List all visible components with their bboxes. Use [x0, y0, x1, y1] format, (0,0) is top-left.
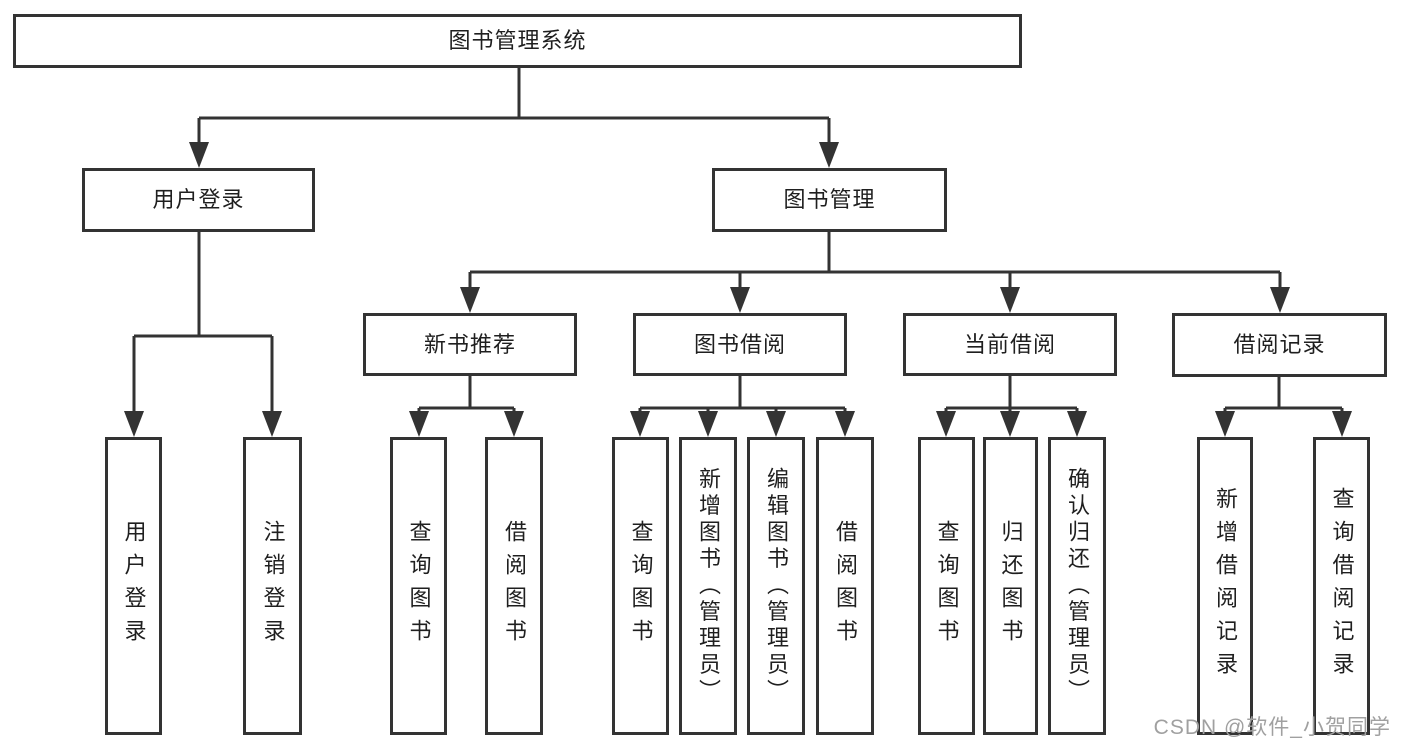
arrow-icon [1000, 411, 1020, 437]
leaf-edit-book-admin: 编辑图书（管理员） [747, 437, 805, 735]
arrow-icon [1215, 411, 1235, 437]
node-label: 确认归还（管理员） [1065, 466, 1090, 706]
node-label: 归还图书 [998, 520, 1024, 652]
arrow-icon [124, 411, 144, 437]
arrow-icon [630, 411, 650, 437]
arrow-icon [1000, 287, 1020, 313]
csdn-watermark: CSDN @软件_小贺同学 [1153, 716, 1391, 739]
node-library-system: 图书管理系统 [13, 14, 1022, 68]
node-label: 查询图书 [628, 520, 654, 652]
node-label: 新增借阅记录 [1213, 487, 1238, 685]
node-user-login-group: 用户登录 [82, 168, 315, 232]
node-book-borrow: 图书借阅 [633, 313, 847, 376]
node-label: 当前借阅 [963, 331, 1056, 357]
node-label: 注销登录 [260, 520, 286, 652]
node-label: 新书推荐 [423, 331, 516, 357]
node-current-borrow: 当前借阅 [903, 313, 1117, 376]
node-label: 用户登录 [121, 520, 147, 652]
leaf-confirm-return-admin: 确认归还（管理员） [1048, 437, 1106, 735]
node-label: 图书管理 [783, 187, 876, 212]
leaf-user-login: 用户登录 [105, 437, 162, 735]
node-label: 图书借阅 [693, 331, 786, 357]
node-label: 查询图书 [934, 520, 960, 652]
arrow-icon [936, 411, 956, 437]
leaf-add-book-admin: 新增图书（管理员） [679, 437, 737, 735]
arrow-icon [262, 411, 282, 437]
arrow-icon [835, 411, 855, 437]
leaf-query-borrow-record: 查询借阅记录 [1313, 437, 1370, 735]
leaf-query-books-current: 查询图书 [918, 437, 975, 735]
node-label: 查询借阅记录 [1329, 487, 1355, 685]
arrow-icon [409, 411, 429, 437]
arrow-icon [1332, 411, 1352, 437]
leaf-logout: 注销登录 [243, 437, 302, 735]
leaf-return-book: 归还图书 [983, 437, 1038, 735]
arrow-icon [1067, 411, 1087, 437]
node-label: 编辑图书（管理员） [764, 466, 789, 706]
leaf-query-books-borrow: 查询图书 [612, 437, 669, 735]
arrow-icon [819, 142, 839, 168]
node-label: 图书管理系统 [448, 28, 587, 53]
arrow-icon [766, 411, 786, 437]
node-label: 借阅记录 [1233, 332, 1326, 357]
node-label: 借阅图书 [502, 520, 527, 652]
node-label: 用户登录 [152, 187, 245, 212]
node-label: 查询图书 [406, 520, 432, 652]
node-label: 新增图书（管理员） [696, 466, 721, 706]
arrow-icon [698, 411, 718, 437]
arrow-icon [504, 411, 524, 437]
arrow-icon [460, 287, 480, 313]
node-borrow-records: 借阅记录 [1172, 313, 1387, 377]
node-book-management-group: 图书管理 [712, 168, 947, 232]
node-new-book-recommend: 新书推荐 [363, 313, 577, 376]
arrow-icon [730, 287, 750, 313]
arrow-icon [1270, 287, 1290, 313]
leaf-borrow-books-recommend: 借阅图书 [485, 437, 543, 735]
arrow-icon [189, 142, 209, 168]
leaf-borrow-books-borrow: 借阅图书 [816, 437, 874, 735]
leaf-query-books-recommend: 查询图书 [390, 437, 447, 735]
leaf-add-borrow-record: 新增借阅记录 [1197, 437, 1253, 735]
node-label: 借阅图书 [833, 520, 858, 652]
